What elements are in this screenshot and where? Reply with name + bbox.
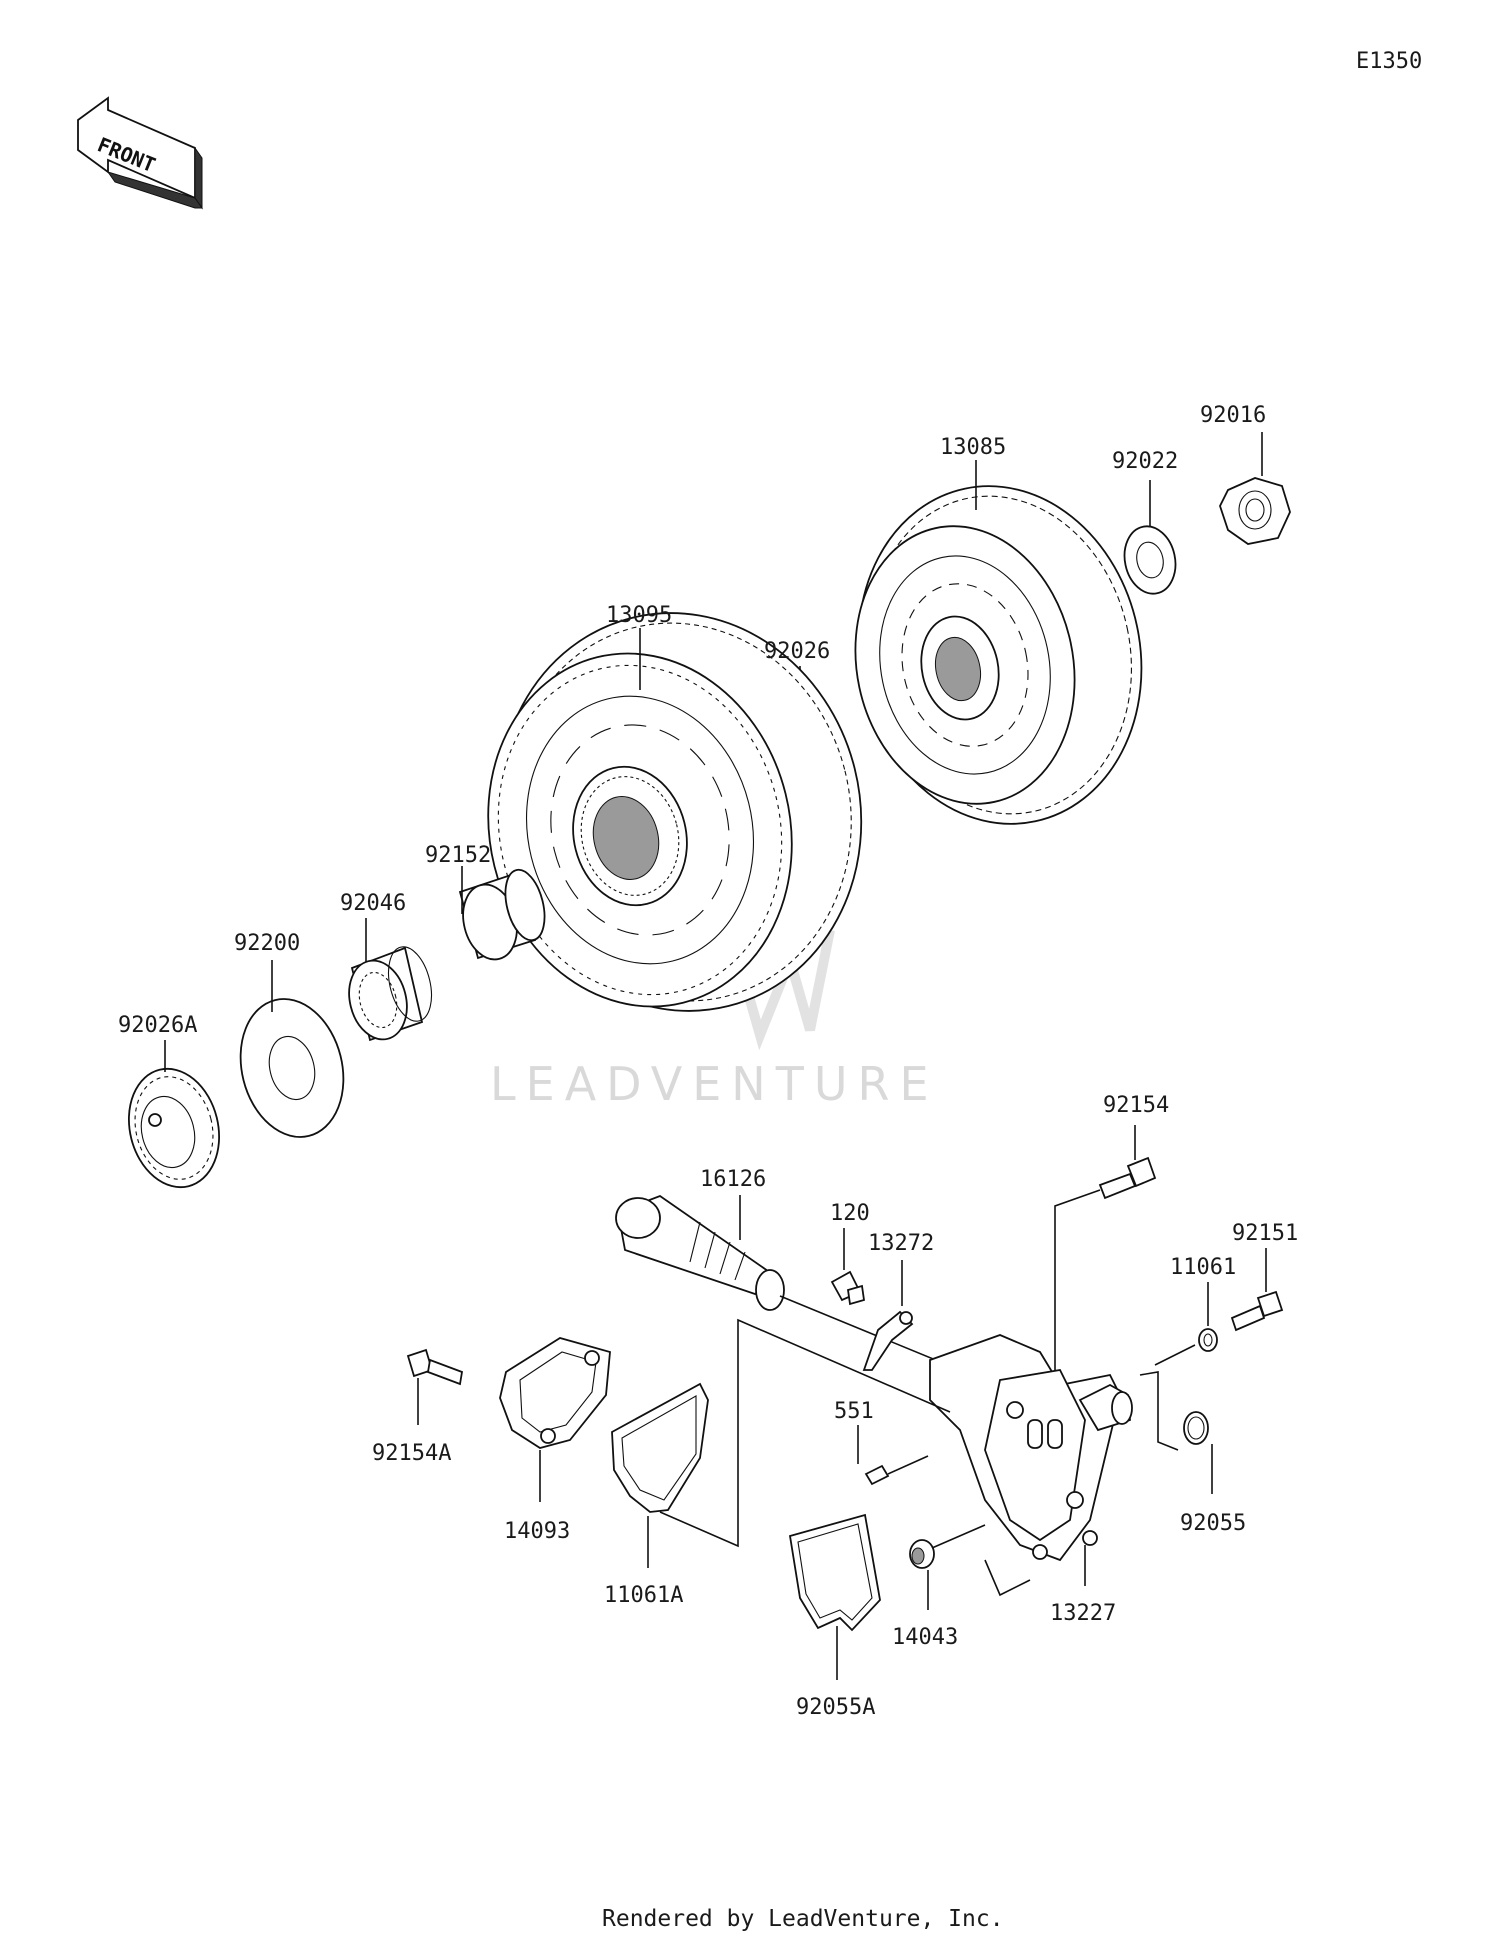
part-14043-bushing[interactable] bbox=[909, 1539, 935, 1569]
label-16126: 16126 bbox=[700, 1167, 766, 1192]
part-120-bolt[interactable] bbox=[830, 1270, 866, 1306]
label-92154A: 92154A bbox=[372, 1441, 451, 1466]
part-92154-bolt[interactable] bbox=[1098, 1156, 1157, 1200]
diagram-code: E1350 bbox=[1356, 49, 1422, 74]
part-16126-filter[interactable] bbox=[615, 1194, 785, 1311]
label-14043: 14043 bbox=[892, 1625, 958, 1650]
label-14093: 14093 bbox=[504, 1519, 570, 1544]
part-92022-washer[interactable] bbox=[1118, 522, 1181, 599]
part-11061-oring[interactable] bbox=[1198, 1328, 1218, 1352]
part-13095-gear[interactable] bbox=[451, 574, 903, 1049]
part-13272-clip[interactable] bbox=[862, 1310, 914, 1371]
footer-credit: Rendered by LeadVenture, Inc. bbox=[602, 1906, 1004, 1932]
front-arrow-icon: FRONT bbox=[77, 96, 203, 210]
part-13085-clutch[interactable] bbox=[828, 460, 1173, 851]
part-11061A-gasket[interactable] bbox=[611, 1382, 709, 1513]
part-14093-cover[interactable] bbox=[499, 1337, 611, 1449]
part-92151-bolt[interactable] bbox=[1230, 1290, 1284, 1332]
part-92016-nut[interactable] bbox=[1219, 477, 1291, 545]
part-92026A-gear[interactable] bbox=[117, 1059, 231, 1197]
part-92200-washer[interactable] bbox=[227, 988, 358, 1148]
label-92152: 92152 bbox=[425, 843, 491, 868]
label-92022: 92022 bbox=[1112, 449, 1178, 474]
label-551: 551 bbox=[834, 1399, 874, 1424]
label-92055A: 92055A bbox=[796, 1695, 875, 1720]
label-13227: 13227 bbox=[1050, 1601, 1116, 1626]
part-92055-oring[interactable] bbox=[1183, 1411, 1209, 1445]
label-92151: 92151 bbox=[1232, 1221, 1298, 1246]
label-13095: 13095 bbox=[606, 603, 672, 628]
label-92200: 92200 bbox=[234, 931, 300, 956]
label-92046: 92046 bbox=[340, 891, 406, 916]
part-92152-collar[interactable] bbox=[456, 866, 552, 965]
svg-text:LEADVENTURE: LEADVENTURE bbox=[490, 1057, 939, 1111]
label-92026A: 92026A bbox=[118, 1013, 197, 1038]
part-13227-pump-housing[interactable] bbox=[929, 1334, 1133, 1562]
part-551-pin[interactable] bbox=[864, 1464, 890, 1486]
label-13085: 13085 bbox=[940, 435, 1006, 460]
label-11061: 11061 bbox=[1170, 1255, 1236, 1280]
part-92055A-oring[interactable] bbox=[788, 1513, 881, 1632]
label-92154: 92154 bbox=[1103, 1093, 1169, 1118]
label-92016: 92016 bbox=[1200, 403, 1266, 428]
label-92026: 92026 bbox=[764, 639, 830, 664]
label-13272: 13272 bbox=[868, 1231, 934, 1256]
label-120: 120 bbox=[830, 1201, 870, 1226]
part-92046-bearing[interactable] bbox=[341, 942, 438, 1045]
label-92055: 92055 bbox=[1180, 1511, 1246, 1536]
label-11061A: 11061A bbox=[604, 1583, 683, 1608]
part-92154A-bolt[interactable] bbox=[406, 1348, 464, 1386]
